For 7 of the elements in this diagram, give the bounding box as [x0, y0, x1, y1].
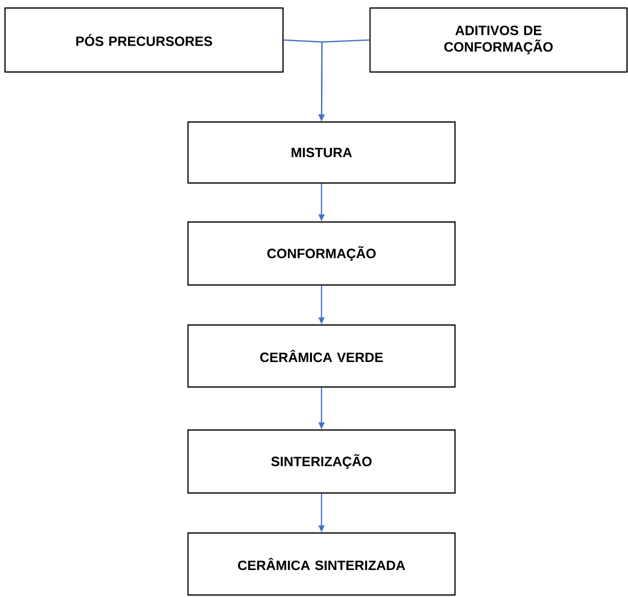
process-box: PÓS PRECURSORES [4, 7, 284, 73]
process-box: MISTURA [187, 121, 456, 184]
process-box: CERÂMICA SINTERIZADA [187, 532, 456, 596]
process-box: SINTERIZAÇÃO [187, 429, 456, 494]
process-box: ADITIVOS DE CONFORMAÇÃO [369, 7, 628, 73]
process-box: CERÂMICA VERDE [187, 324, 456, 388]
process-box: CONFORMAÇÃO [187, 221, 456, 286]
